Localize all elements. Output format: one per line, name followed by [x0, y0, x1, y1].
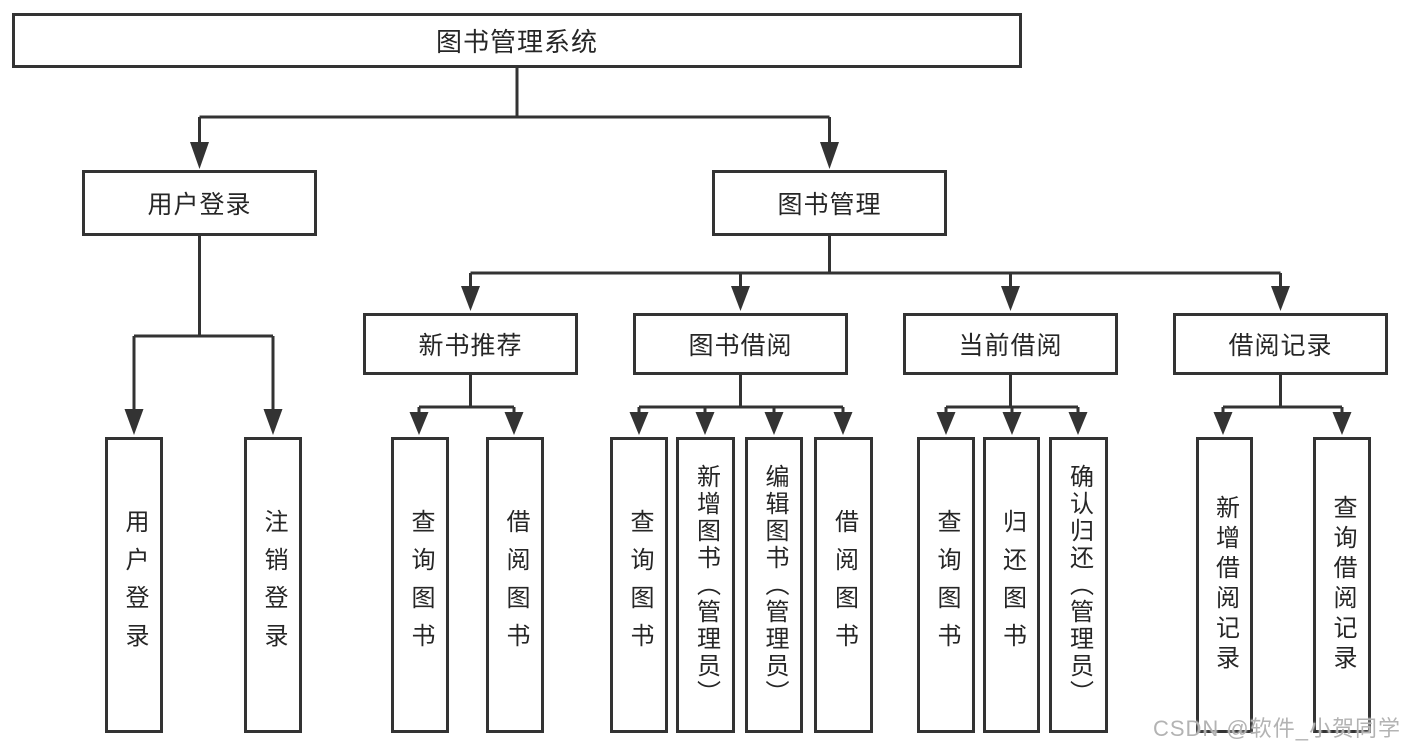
node-borrowing-records: 借阅记录 — [1173, 313, 1388, 375]
node-new-book-recommend-label: 新书推荐 — [418, 332, 523, 360]
node-book-management-label: 图书管理 — [777, 191, 882, 219]
node-system-root-label: 图书管理系统 — [435, 27, 598, 57]
node-new-book-recommend: 新书推荐 — [363, 313, 578, 375]
node-system-root: 图书管理系统 — [12, 13, 1022, 68]
node-logout-leaf-label: 注销登录 — [260, 509, 287, 661]
node-return-books: 归还图书 — [983, 437, 1040, 733]
node-query-books-b-label: 查询图书 — [626, 509, 653, 661]
node-borrowing-records-label: 借阅记录 — [1228, 332, 1333, 360]
node-borrow-books-b: 借阅图书 — [814, 437, 873, 733]
node-confirm-return-admin-label: 确认归还（管理员） — [1065, 463, 1093, 707]
node-query-borrow-record-label: 查询借阅记录 — [1329, 495, 1356, 675]
node-user-login-label: 用户登录 — [147, 191, 252, 219]
node-borrow-books-b-label: 借阅图书 — [830, 509, 858, 661]
node-current-borrowing: 当前借阅 — [903, 313, 1118, 375]
node-confirm-return-admin: 确认归还（管理员） — [1049, 437, 1108, 733]
node-borrow-books-a: 借阅图书 — [486, 437, 544, 733]
node-user-login-leaf-label: 用户登录 — [121, 509, 148, 661]
node-add-borrow-record-label: 新增借阅记录 — [1211, 495, 1239, 675]
node-query-books-c: 查询图书 — [917, 437, 975, 733]
node-current-borrowing-label: 当前借阅 — [958, 332, 1063, 360]
node-user-login-leaf: 用户登录 — [105, 437, 163, 733]
node-add-borrow-record: 新增借阅记录 — [1196, 437, 1253, 733]
node-return-books-label: 归还图书 — [998, 509, 1026, 661]
node-query-books-b: 查询图书 — [610, 437, 668, 733]
node-query-books-c-label: 查询图书 — [933, 509, 960, 661]
node-book-management: 图书管理 — [712, 170, 947, 236]
node-user-login: 用户登录 — [82, 170, 317, 236]
node-book-borrowing: 图书借阅 — [633, 313, 848, 375]
node-add-books-admin-label: 新增图书（管理员） — [692, 463, 720, 707]
watermark-text: CSDN @软件_小贺同学 — [1152, 716, 1401, 741]
node-query-borrow-record: 查询借阅记录 — [1313, 437, 1371, 733]
node-query-books-a: 查询图书 — [391, 437, 449, 733]
node-query-books-a-label: 查询图书 — [407, 509, 434, 661]
node-edit-books-admin-label: 编辑图书（管理员） — [761, 463, 788, 707]
node-add-books-admin: 新增图书（管理员） — [676, 437, 735, 733]
node-book-borrowing-label: 图书借阅 — [688, 332, 793, 360]
node-edit-books-admin: 编辑图书（管理员） — [745, 437, 803, 733]
node-logout-leaf: 注销登录 — [244, 437, 302, 733]
node-borrow-books-a-label: 借阅图书 — [502, 509, 529, 661]
